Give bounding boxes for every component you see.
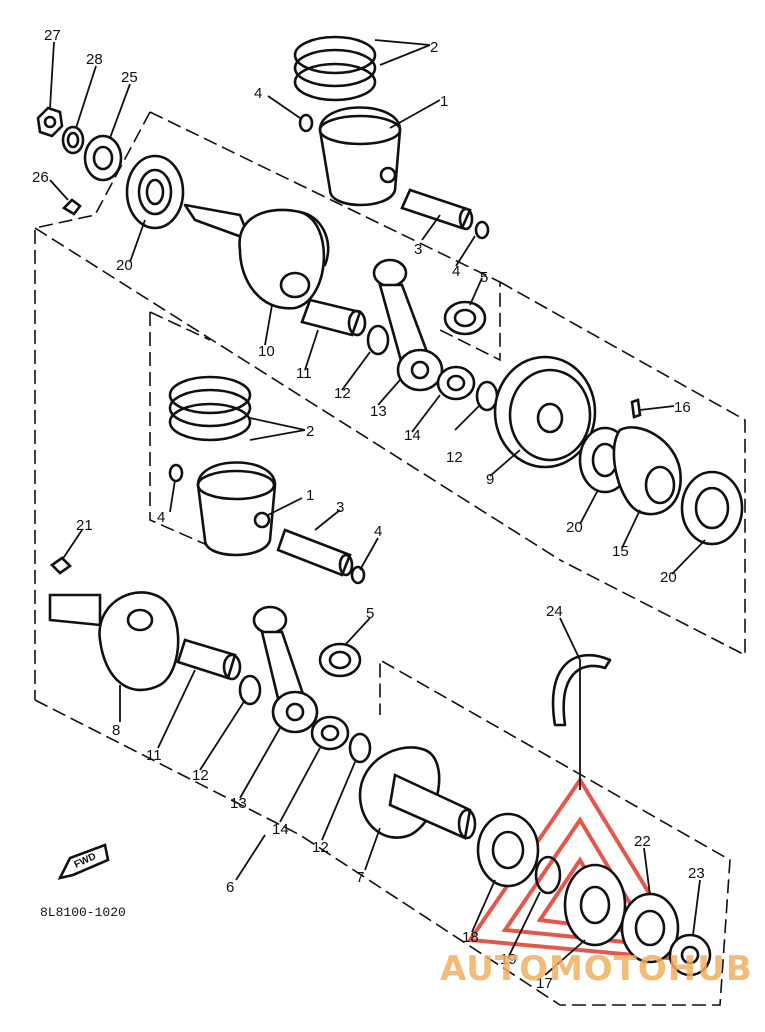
label-27: 27 — [44, 27, 61, 44]
needle-bearing-5-top — [443, 300, 487, 336]
needle-bearing-5-bottom — [318, 642, 362, 678]
label-20: 20 — [660, 569, 677, 586]
washer-19 — [534, 855, 562, 895]
woodruff-key-21 — [49, 556, 73, 575]
washer-12-top-left — [366, 324, 390, 356]
label-10: 10 — [258, 343, 275, 360]
clip-4-bottom-right — [350, 565, 366, 585]
bearing-20-left — [125, 154, 185, 230]
label-2: 2 — [306, 423, 314, 440]
label-11: 11 — [146, 747, 162, 764]
needle-bearing-14-bottom — [310, 715, 350, 751]
label-15: 15 — [612, 543, 629, 560]
clip-4-top-right — [474, 220, 490, 240]
crank-half-8 — [48, 591, 180, 692]
labyrinth-seal-15 — [612, 426, 682, 516]
label-9: 9 — [486, 471, 494, 488]
label-4: 4 — [452, 263, 460, 280]
label-1: 1 — [306, 487, 314, 504]
piston-rings-2-top — [293, 35, 377, 102]
label-13: 13 — [230, 795, 247, 812]
clip-4-top-left — [298, 113, 314, 133]
needle-bearing-14-top — [436, 365, 476, 401]
label-17: 17 — [536, 975, 553, 992]
label-14: 14 — [404, 427, 421, 444]
reference-numbers: 27 28 25 26 20 2 4 1 3 4 5 10 11 12 13 1… — [32, 27, 705, 992]
piston-1-top — [318, 106, 402, 207]
label-6: 6 — [226, 879, 234, 896]
watermark-text: AUTOMOTOHUB — [440, 949, 753, 989]
clip-4-bottom-left — [168, 463, 184, 483]
label-1: 1 — [440, 93, 448, 110]
crankpin-11-bottom — [176, 638, 242, 681]
label-19: 19 — [500, 951, 517, 968]
washer-12-bottom-left — [238, 674, 262, 706]
label-4: 4 — [254, 85, 262, 102]
washer-28 — [61, 125, 85, 155]
key-26 — [61, 198, 82, 216]
conrod-13-bottom — [252, 605, 319, 734]
nut-27 — [36, 106, 64, 138]
part-code: 8L8100-1020 — [40, 905, 126, 920]
pin-16 — [630, 398, 642, 419]
oil-seal-25 — [83, 134, 123, 182]
label-11: 11 — [296, 365, 312, 382]
label-12: 12 — [192, 767, 209, 784]
piston-1-bottom — [196, 461, 277, 557]
label-7: 7 — [356, 869, 364, 886]
label-12: 12 — [446, 449, 463, 466]
leader-lines — [49, 39, 706, 976]
label-16: 16 — [674, 399, 691, 416]
label-24: 24 — [546, 603, 563, 620]
label-3: 3 — [414, 241, 422, 258]
label-4: 4 — [374, 523, 382, 540]
fwd-arrow-icon: FWD — [57, 843, 110, 880]
crank-end-7 — [358, 746, 477, 840]
label-25: 25 — [121, 69, 138, 86]
label-23: 23 — [688, 865, 705, 882]
crank-half-10 — [183, 203, 330, 310]
label-22: 22 — [634, 833, 651, 850]
piston-pin-3-top — [400, 188, 474, 231]
label-5: 5 — [366, 605, 374, 622]
label-2: 2 — [430, 39, 438, 56]
label-13: 13 — [370, 403, 387, 420]
label-21: 21 — [76, 517, 93, 534]
right-bearing-boundary — [34, 227, 746, 657]
gear-17 — [563, 863, 627, 947]
crank-web-9 — [493, 355, 597, 469]
label-5: 5 — [480, 269, 488, 286]
circlip-24 — [551, 654, 612, 727]
crankpin-11-top — [300, 298, 367, 337]
conrod-13-top — [372, 258, 444, 392]
label-14: 14 — [272, 821, 289, 838]
inner-assembly-boundary — [149, 311, 231, 556]
label-18: 18 — [462, 929, 479, 946]
label-26: 26 — [32, 169, 49, 186]
label-3: 3 — [336, 499, 344, 516]
label-4: 4 — [157, 509, 165, 526]
lower-crank-assembly-boundary — [34, 658, 731, 1006]
label-8: 8 — [112, 722, 120, 739]
label-20: 20 — [116, 257, 133, 274]
label-12: 12 — [312, 839, 329, 856]
label-20: 20 — [566, 519, 583, 536]
bearing-18 — [476, 812, 540, 888]
washer-12-bottom-right — [348, 732, 372, 764]
label-28: 28 — [86, 51, 103, 68]
piston-rings-2-bottom — [168, 375, 252, 442]
upper-crank-assembly-boundary — [34, 111, 501, 700]
sprocket-23 — [668, 933, 712, 977]
piston-pin-3-bottom — [276, 528, 354, 577]
bearing-20-right — [680, 470, 744, 546]
label-12: 12 — [334, 385, 351, 402]
